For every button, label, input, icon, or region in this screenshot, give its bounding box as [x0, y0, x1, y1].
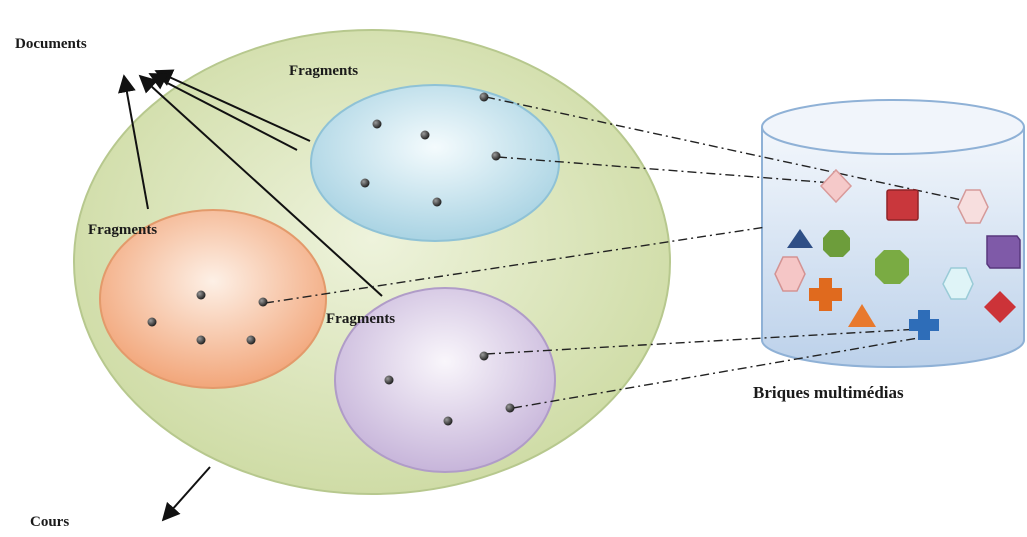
purple-cube-brick: [986, 235, 1021, 269]
fragments-top-ellipse: [310, 84, 560, 242]
arrow-left-to-documents: [118, 74, 149, 210]
dot: [246, 335, 256, 345]
green-octagon-brick: [823, 230, 850, 257]
arrow-bottom-to-documents: [138, 74, 383, 297]
dot: [432, 197, 442, 207]
dot: [360, 178, 370, 188]
fragment-dots: [147, 92, 515, 426]
documents-label: Documents: [15, 36, 87, 52]
arrow-to-cours: [161, 466, 211, 522]
orange-triangle-brick: [848, 304, 876, 327]
brick-links: [264, 96, 986, 409]
pink-hexagon-brick: [957, 189, 989, 224]
fragments-left-label: Fragments: [88, 222, 158, 238]
blue-plus-brick: [909, 310, 939, 340]
dot: [372, 119, 382, 129]
multimedia-bricks-label: Briques multimédias: [753, 383, 904, 402]
pink-diamond-brick: [819, 168, 853, 204]
multimedia-bricks: [774, 168, 1021, 340]
arrow-top-to-documents: [154, 69, 311, 142]
dot: [147, 317, 157, 327]
fragments-top-label: Fragments: [289, 63, 359, 79]
fragments-bottom-ellipse: [334, 287, 556, 473]
fragments-bottom-label: Fragments: [326, 311, 396, 327]
dot: [479, 351, 489, 361]
red-cube-brick: [886, 189, 919, 221]
fragments-left-ellipse: [99, 209, 327, 389]
red-diamond-brick: [984, 291, 1016, 323]
dot: [196, 290, 206, 300]
orange-plus-brick: [809, 278, 842, 311]
dot: [384, 375, 394, 385]
dot: [479, 92, 489, 102]
cours-label: Cours: [30, 514, 70, 530]
navy-triangle-brick: [787, 229, 813, 248]
pink-hexagon-brick-2: [774, 256, 806, 292]
dot: [505, 403, 515, 413]
documents-arrows: [118, 69, 383, 522]
dot: [258, 297, 268, 307]
green-octagon-brick-2: [875, 250, 909, 284]
dot: [196, 335, 206, 345]
dot: [443, 416, 453, 426]
arrow-top2-to-documents: [148, 73, 298, 151]
dot: [491, 151, 501, 161]
dot: [420, 130, 430, 140]
light-hexagon-brick: [942, 267, 974, 300]
